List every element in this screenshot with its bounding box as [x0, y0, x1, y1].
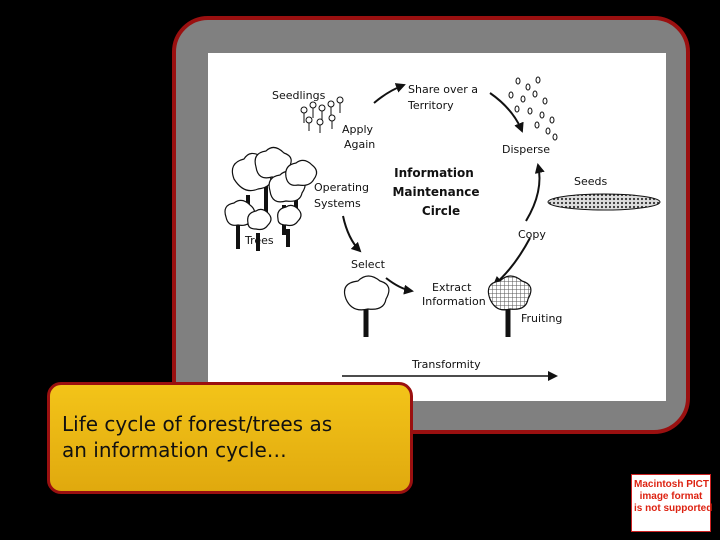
label-fruiting: Fruiting	[521, 312, 562, 325]
caption-line1: Life cycle of forest/trees as	[62, 412, 333, 436]
pict-notice-line3: is not supported	[634, 503, 713, 514]
center-title-line1: Information	[394, 166, 474, 180]
caption-box: Life cycle of forest/trees as an informa…	[47, 382, 413, 494]
unsupported-image-placeholder: Macintosh PICT image format is not suppo…	[631, 474, 713, 532]
label-extract-line2: Information	[422, 295, 486, 308]
information-cycle-diagram: Information Maintenance Circle Seedlings…	[208, 53, 666, 401]
label-extract-line1: Extract	[432, 281, 472, 294]
pict-notice-line1: Macintosh PICT	[634, 479, 710, 490]
dispersed-seeds-illustration	[508, 76, 558, 141]
label-trees: Trees	[244, 234, 274, 247]
label-disperse: Disperse	[502, 143, 550, 156]
label-select: Select	[351, 258, 386, 271]
label-share-line2: Territory	[407, 99, 454, 112]
center-title-line3: Circle	[422, 204, 460, 218]
arrow-apply-to-share	[373, 83, 406, 104]
seedlings-illustration	[300, 96, 344, 133]
arrow-select-to-extract	[385, 277, 414, 295]
fruiting-tree-illustration	[487, 275, 532, 337]
label-operating-line1: Operating	[314, 181, 369, 194]
center-title-line2: Maintenance	[392, 185, 479, 199]
arrow-share-to-disperse	[489, 92, 524, 133]
arrow-operating-to-select	[342, 215, 362, 253]
label-transformity: Transformity	[411, 358, 481, 371]
label-apply-line2: Again	[344, 138, 375, 151]
label-apply-line1: Apply	[342, 123, 374, 136]
selected-tree-illustration	[343, 275, 390, 337]
label-copy: Copy	[518, 228, 546, 241]
label-seeds: Seeds	[574, 175, 608, 188]
label-share-line1: Share over a	[408, 83, 478, 96]
trees-illustration	[224, 146, 318, 251]
seeds-illustration	[547, 193, 661, 211]
label-operating-line2: Systems	[314, 197, 361, 210]
label-seedlings: Seedlings	[272, 89, 326, 102]
pict-notice-line2: image format	[639, 491, 703, 502]
arrow-copy-to-disperse	[525, 163, 545, 222]
caption-line2: an information cycle…	[62, 438, 287, 462]
